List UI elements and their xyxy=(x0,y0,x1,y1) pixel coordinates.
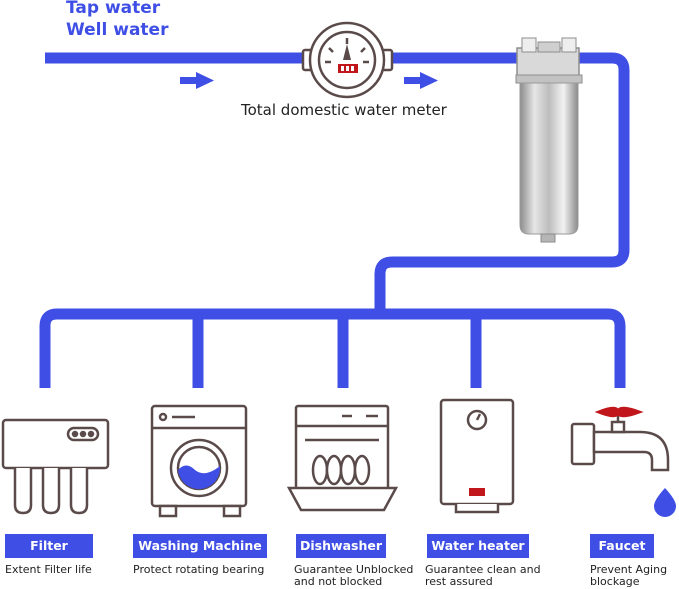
dishwasher-description-line: and not blocked xyxy=(294,575,383,588)
water-heater-icon xyxy=(439,398,515,514)
filter-description-line: Extent Filter life xyxy=(5,563,92,576)
washing-machine-description: Protect rotating bearing xyxy=(133,564,264,576)
water-heater-badge: Water heater xyxy=(427,534,529,558)
arrow-right-icon xyxy=(180,72,214,89)
water-meter-label: Total domestic water meter xyxy=(241,101,447,119)
dishwasher-description: Guarantee Unblocked and not blocked xyxy=(294,564,413,588)
filter-description: Extent Filter life xyxy=(5,564,92,576)
washing-machine-badge: Washing Machine xyxy=(133,534,267,558)
washing-machine-description-line: Protect rotating bearing xyxy=(133,563,265,576)
housing-filter-icon xyxy=(515,37,583,243)
water-heater-description: Guarantee clean and rest assured xyxy=(425,564,541,588)
water-drop-icon xyxy=(654,488,676,517)
arrow-right-icon xyxy=(404,72,438,89)
faucet-badge: Faucet xyxy=(590,534,654,558)
faucet-description-line: blockage xyxy=(590,575,640,588)
faucet-description-line: Prevent Aging xyxy=(590,563,668,576)
ro-filter-icon xyxy=(1,418,110,515)
water-meter-icon xyxy=(301,21,394,99)
faucet-description: Prevent Aging blockage xyxy=(590,564,667,588)
dishwasher-description-line: Guarantee Unblocked xyxy=(294,563,414,576)
water-heater-description-line: Guarantee clean and xyxy=(425,563,541,576)
source-well-water-label: Well water xyxy=(66,20,169,40)
main-pipe xyxy=(39,52,630,388)
water-heater-description-line: rest assured xyxy=(425,575,493,588)
dishwasher-icon xyxy=(286,404,399,512)
washing-machine-icon xyxy=(150,404,248,518)
filter-badge: Filter xyxy=(5,534,93,558)
source-tap-water-label: Tap water xyxy=(66,0,161,18)
faucet-icon xyxy=(570,406,670,472)
dishwasher-badge: Dishwasher xyxy=(296,534,386,558)
